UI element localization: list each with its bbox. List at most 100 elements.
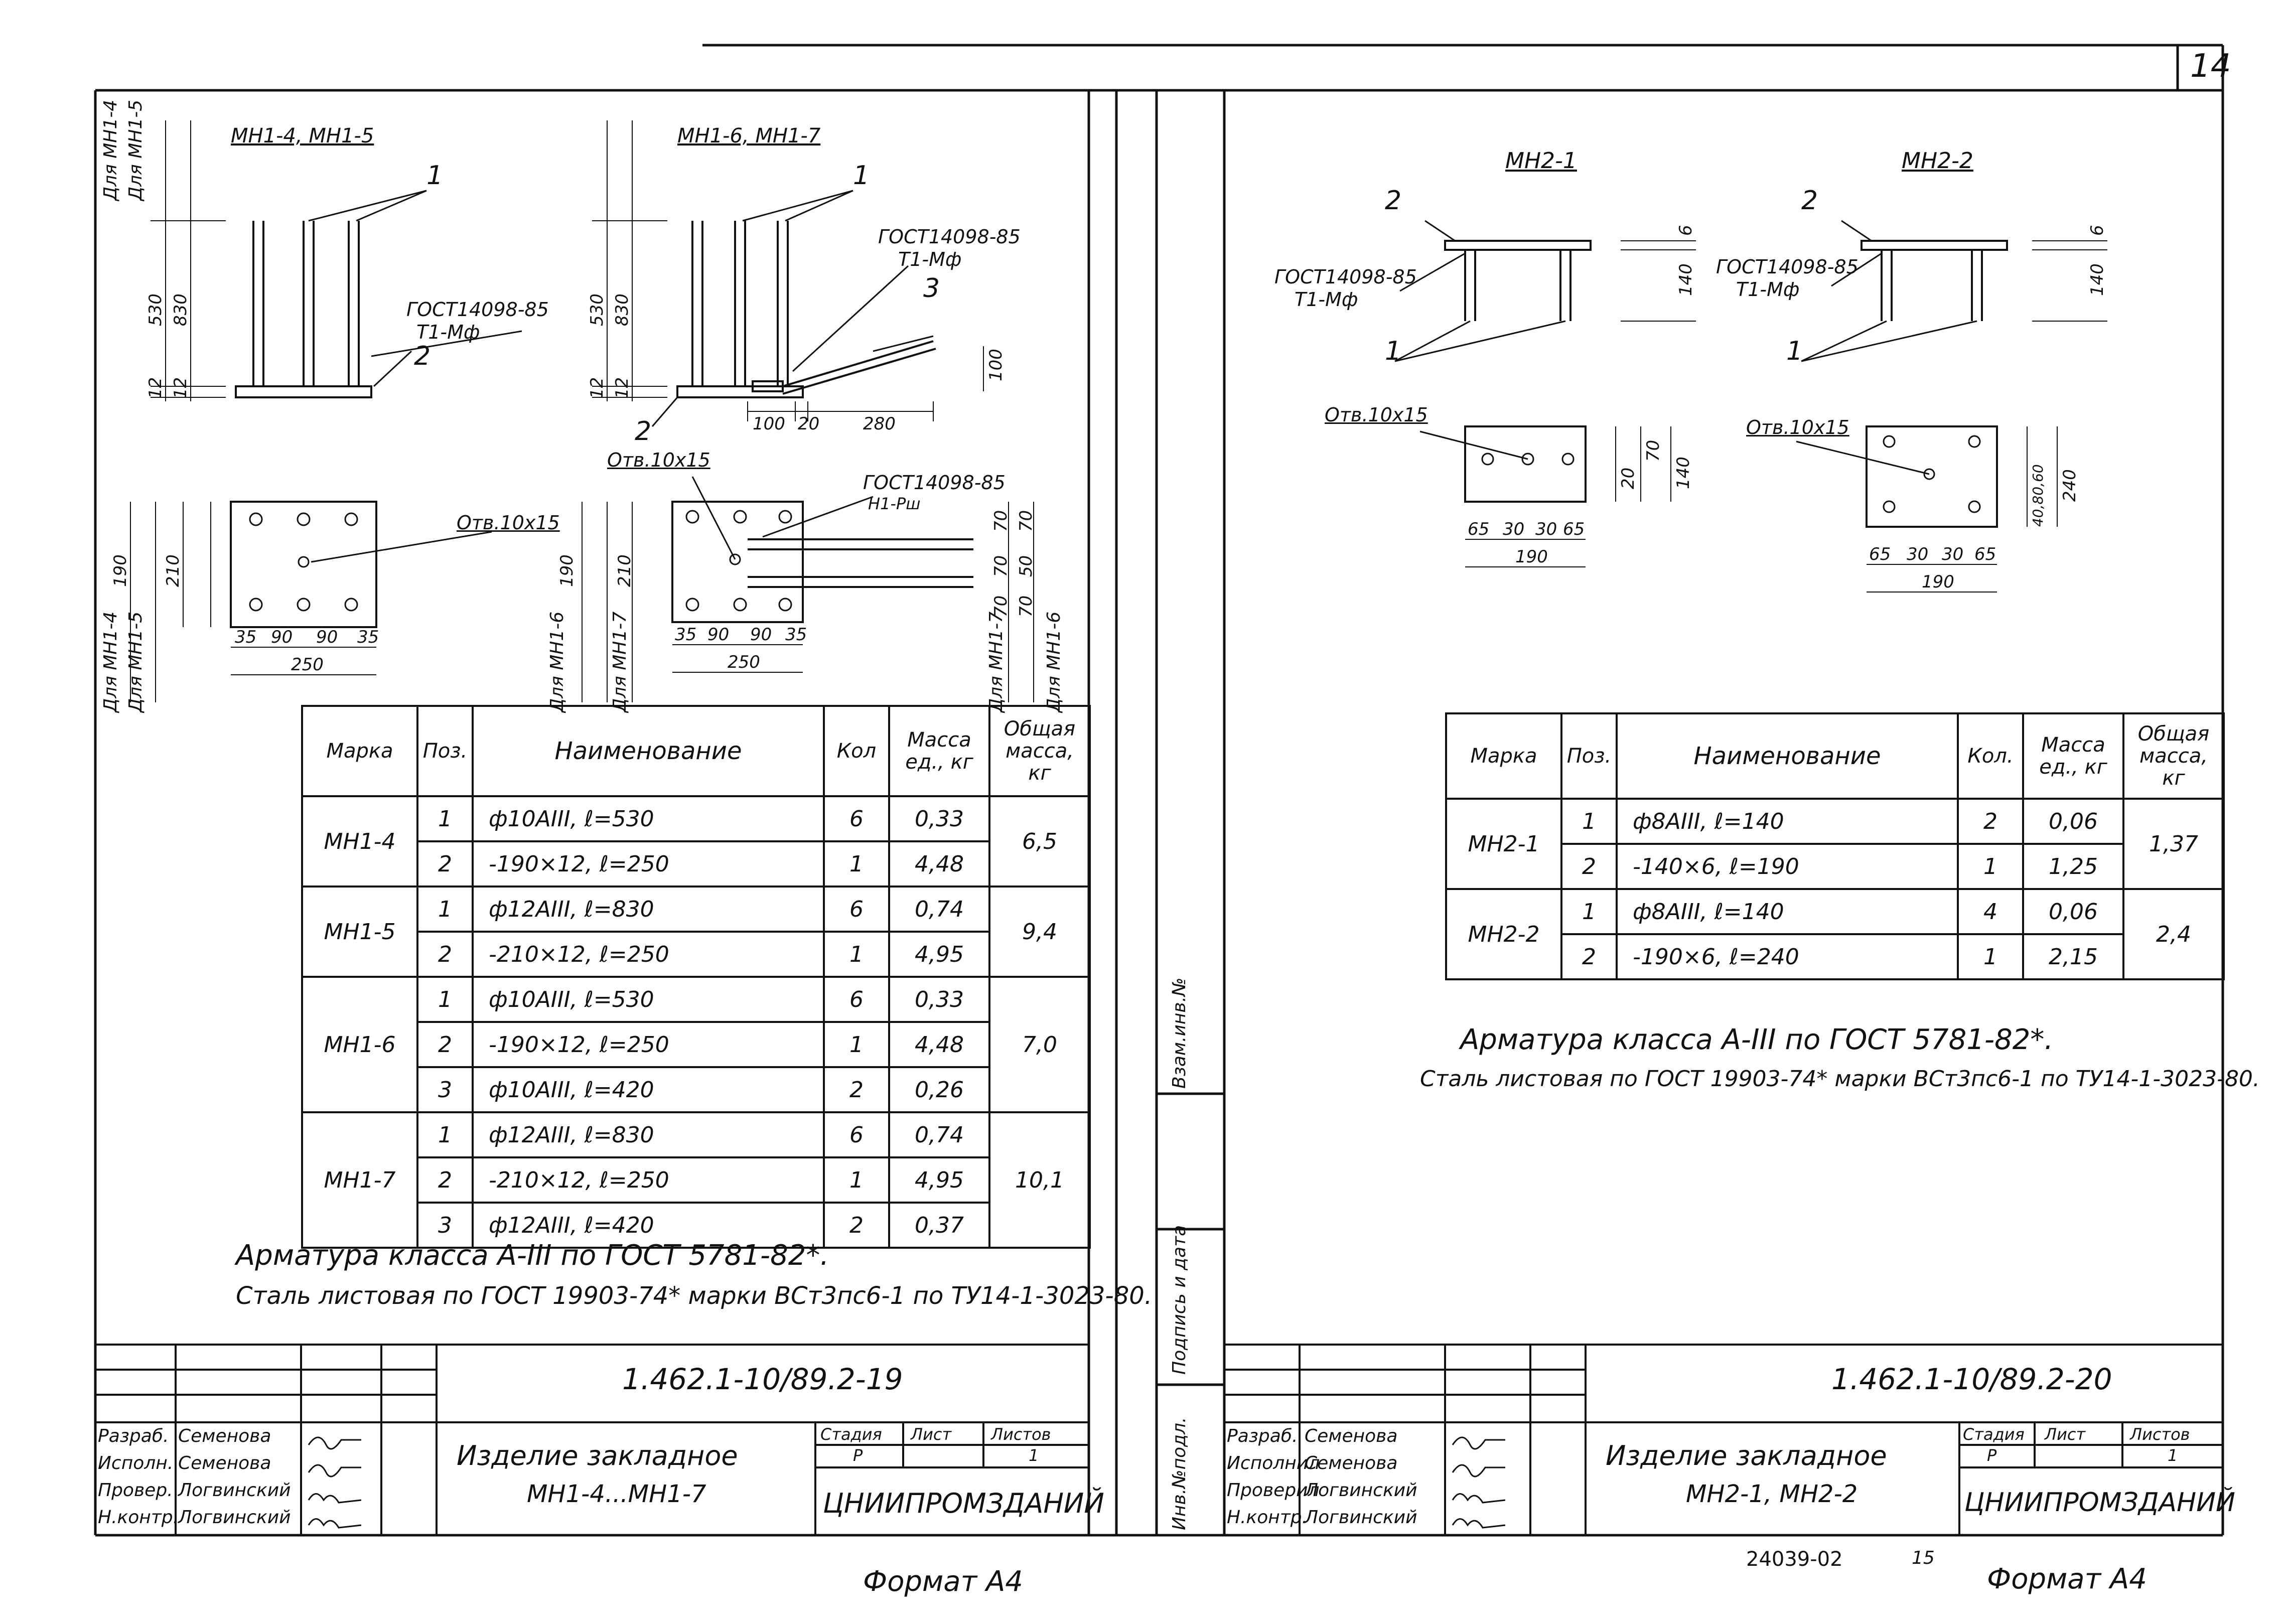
callout-3: 3 <box>923 273 940 304</box>
table-row: 3 ф10АIII, ℓ=420 2 0,26 <box>302 1066 1090 1113</box>
elevation-mn1-6-7 <box>592 120 984 427</box>
cell-pos: 2 <box>1560 933 1618 980</box>
sheet-label-left: Лист <box>911 1425 952 1444</box>
name-normcontrol-right: Логвинский <box>1305 1507 1417 1528</box>
cell-qty: 2 <box>823 1202 890 1249</box>
view-title-mn1-4-5: МН1-4, МН1-5 <box>231 124 374 147</box>
format-left: Формат А4 <box>863 1565 1023 1598</box>
doc-code-left: 1.462.1-10/89.2-19 <box>622 1362 903 1396</box>
cell-qty: 6 <box>823 1111 890 1158</box>
cell-qty: 6 <box>823 976 890 1023</box>
view-title-mn1-6-7: МН1-6, МН1-7 <box>677 124 821 147</box>
dim-100-h: 100 <box>753 414 785 434</box>
org-left: ЦНИИПРОМЗДАНИЙ <box>823 1488 1104 1519</box>
dim-830-a: 830 <box>171 293 191 326</box>
weld-type-c: Н1-Рш <box>868 494 921 513</box>
product-marks-left: МН1-4...МН1-7 <box>527 1480 706 1508</box>
dim-6-b: 6 <box>2087 225 2107 236</box>
cell-qty: 6 <box>823 795 890 842</box>
dim-70-a: 70 <box>991 510 1011 532</box>
callout-1a: 1 <box>426 161 444 191</box>
plan-mn1-6-7 <box>582 476 1034 702</box>
dim-35-a: 35 <box>235 627 257 647</box>
stage-label-right: Стадия <box>1963 1425 2025 1444</box>
hole-note-a: Отв.10х15 <box>457 512 560 534</box>
page-number: 14 <box>2190 48 2231 85</box>
dim-190-d: 190 <box>1922 572 1954 592</box>
dim-20-h: 20 <box>798 414 820 434</box>
elevation-mn2-1 <box>1394 220 1696 362</box>
label-for-mn1-5-elev: Для МН1-5 <box>125 99 146 201</box>
cell-qty: 1 <box>1957 933 2024 980</box>
dim-65-b: 65 <box>1563 519 1585 539</box>
cell-pos: 1 <box>416 976 474 1023</box>
dim-70-e: 70 <box>1016 595 1036 617</box>
cell-qty: 1 <box>823 931 890 978</box>
label-for-mn1-7-bars: Для МН1-7 <box>986 611 1007 712</box>
callout-2-mn2-2: 2 <box>1801 186 1818 216</box>
name-checker-right: Логвинский <box>1305 1480 1417 1501</box>
cell-mark: МН1-5 <box>301 885 418 978</box>
table-row: 3 ф12АIII, ℓ=420 2 0,37 <box>302 1202 1090 1249</box>
dim-70-c: 70 <box>991 555 1011 577</box>
cell-pos: 1 <box>416 1111 474 1158</box>
dim-12-b: 12 <box>171 377 191 399</box>
role-checker-left: Провер. <box>98 1480 173 1501</box>
cell-mass: 4,95 <box>888 931 990 978</box>
dim-210-b: 210 <box>615 554 635 587</box>
cell-name: ф12АIII, ℓ=830 <box>472 1111 825 1158</box>
role-normcontrol-left: Н.контр. <box>98 1507 179 1528</box>
weld-type-a: Т1-Мф <box>416 321 480 343</box>
cell-mark: МН1-6 <box>301 976 418 1113</box>
cell-pos: 3 <box>416 1066 474 1113</box>
table-row: МН1-6 1 ф10АIII, ℓ=530 6 0,33 7,0 <box>301 976 1091 1113</box>
col-header-pos: Поз. <box>416 705 474 797</box>
cell-qty: 1 <box>823 1021 890 1068</box>
cell-name: ф10АIII, ℓ=420 <box>472 1066 825 1113</box>
archive-page: 15 <box>1912 1548 1935 1568</box>
elevation-mn2-2 <box>1801 220 2107 362</box>
dim-70: 70 <box>1643 439 1663 462</box>
cell-mass: 0,74 <box>888 1111 990 1158</box>
spec-table-left: Марка Поз. Наименование Кол Масса ед., к… <box>301 705 1091 1249</box>
doc-code-right: 1.462.1-10/89.2-20 <box>1831 1362 2112 1396</box>
cell-mass: 0,74 <box>888 885 990 933</box>
label-for-mn1-6-plan: Для МН1-6 <box>547 611 567 712</box>
cell-total: 7,0 <box>988 976 1091 1113</box>
dim-210-a: 210 <box>163 554 183 587</box>
table-row: МН1-4 1 ф10АIII, ℓ=530 6 0,33 6,5 <box>301 795 1091 888</box>
weld-type-mn2-2: Т1-Мф <box>1736 278 1800 301</box>
col-header-name: Наименование <box>472 705 825 797</box>
cell-pos: 1 <box>416 885 474 933</box>
archive-number: 24039-02 <box>1746 1548 1843 1571</box>
table-row: 2 -190×12, ℓ=250 1 4,48 <box>302 1021 1090 1068</box>
stage-label-left: Стадия <box>820 1425 882 1444</box>
cell-name: ф8АIII, ℓ=140 <box>1616 888 1959 935</box>
name-executor-left: Семенова <box>178 1453 271 1473</box>
cell-qty: 2 <box>823 1066 890 1113</box>
hole-note-b: Отв.10х15 <box>607 449 710 471</box>
dim-65-a: 65 <box>1468 519 1490 539</box>
sheet-value-left: 1 <box>1029 1446 1039 1465</box>
dim-30-c: 30 <box>1907 544 1929 564</box>
product-title-right: Изделие закладное <box>1606 1440 1887 1471</box>
cell-mass: 2,15 <box>2022 933 2124 980</box>
name-executor-right: Семенова <box>1305 1453 1398 1473</box>
callout-2a: 2 <box>414 341 431 371</box>
role-normcontrol-right: Н.контр. <box>1227 1507 1308 1528</box>
plan-mn2-1 <box>1419 425 1671 567</box>
cell-pos: 2 <box>416 1156 474 1204</box>
cell-qty: 1 <box>823 1156 890 1204</box>
table-row: МН2-2 1 ф8АIII, ℓ=140 4 0,06 2,4 <box>1445 888 2225 980</box>
dim-240: 240 <box>2060 469 2080 502</box>
dim-30-b: 30 <box>1535 519 1557 539</box>
cell-pos: 3 <box>416 1202 474 1249</box>
dim-50: 50 <box>1016 555 1036 577</box>
callout-1-mn2-1: 1 <box>1385 336 1402 366</box>
spec-table-right: Марка Поз. Наименование Кол. Масса ед., … <box>1445 712 2225 980</box>
col-header-qty: Кол. <box>1957 712 2024 800</box>
stage-value-left: Р <box>853 1446 863 1465</box>
dim-140-c: 140 <box>1673 457 1693 489</box>
col-header-mass: Масса ед., кг <box>888 705 990 797</box>
hole-note-mn2-2: Отв.10х15 <box>1746 416 1849 438</box>
